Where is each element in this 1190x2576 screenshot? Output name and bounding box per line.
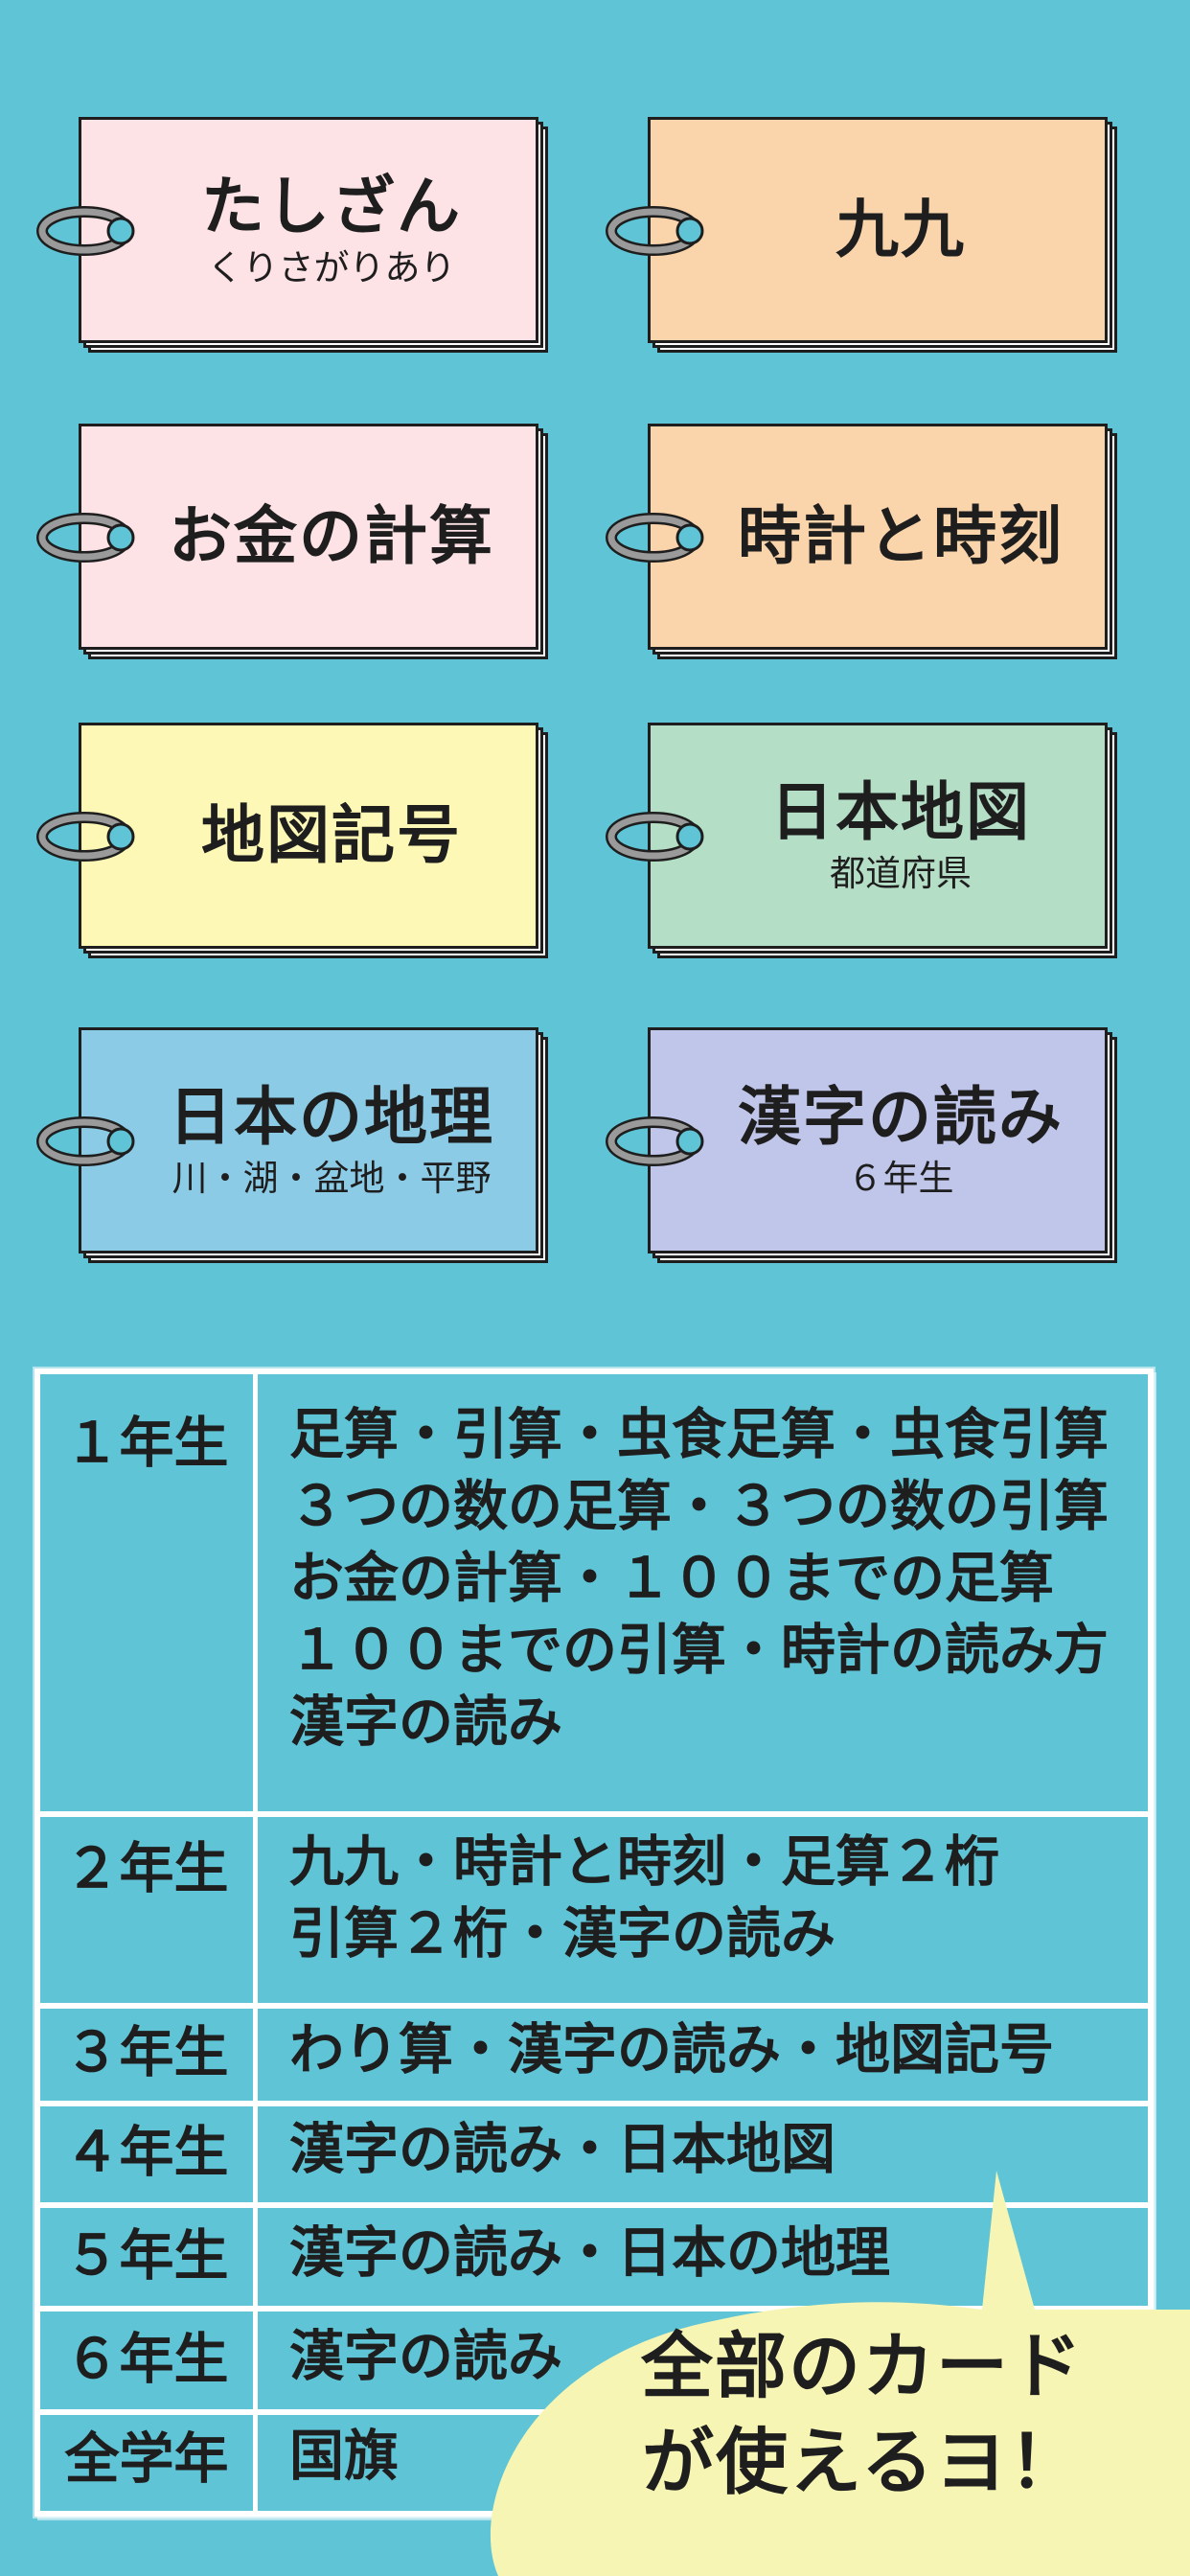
subject-line: お金の計算・１００までの足算 bbox=[289, 1547, 1054, 1610]
card-kanji[interactable]: 漢字の読み ６年生 bbox=[606, 1027, 1117, 1263]
card-face: 日本地図 都道府県 bbox=[648, 723, 1108, 949]
grade-label: ３年生 bbox=[64, 2021, 229, 2084]
binder-ring-icon bbox=[36, 812, 135, 862]
card-face: 時計と時刻 bbox=[648, 424, 1108, 650]
subject-line: 漢字の読み bbox=[289, 2325, 562, 2388]
card-title: 九九 bbox=[835, 193, 966, 267]
card-face: 日本の地理 川・湖・盆地・平野 bbox=[79, 1027, 538, 1254]
card-title: 日本の地理 bbox=[169, 1079, 494, 1154]
subject-list: 足算・引算・虫食足算・虫食引算 ３つの数の足算・３つの数の引算 お金の計算・１０… bbox=[289, 1399, 1142, 1759]
subject-list: 国旗 bbox=[289, 2421, 1142, 2493]
card-face: 九九 bbox=[648, 117, 1108, 343]
grade-label: ４年生 bbox=[64, 2121, 229, 2184]
binder-ring-icon bbox=[36, 206, 135, 256]
subject-line: わり算・漢字の読み・地図記号 bbox=[289, 2018, 1054, 2082]
grade-label: 全学年 bbox=[64, 2427, 229, 2491]
table-divider bbox=[40, 2101, 1148, 2106]
card-chiri[interactable]: 日本の地理 川・湖・盆地・平野 bbox=[36, 1027, 548, 1263]
speech-bubble-text: 全部のカード が使えるヨ！ bbox=[594, 2319, 1131, 2511]
card-face: 地図記号 bbox=[79, 723, 538, 949]
subject-line: 漢字の読み bbox=[289, 1690, 562, 1754]
card-okane[interactable]: お金の計算 bbox=[36, 424, 548, 659]
grade-label: ６年生 bbox=[64, 2328, 229, 2391]
card-face: お金の計算 bbox=[79, 424, 538, 650]
table-divider bbox=[40, 1811, 1148, 1817]
speech-bubble bbox=[490, 2171, 1190, 2576]
card-kuku[interactable]: 九九 bbox=[606, 117, 1117, 353]
card-subtitle: くりさがりあり bbox=[207, 246, 456, 288]
subject-line: １００までの引算・時計の読み方 bbox=[289, 1619, 1109, 1682]
card-title: 漢字の読み bbox=[738, 1079, 1064, 1154]
subject-line: 九九・時計と時刻・足算２桁 bbox=[289, 1830, 999, 1894]
subject-line: 国旗 bbox=[289, 2425, 399, 2488]
subject-list: 九九・時計と時刻・足算２桁 引算２桁・漢字の読み bbox=[289, 1827, 1142, 1970]
subject-list: 漢字の読み・日本地図 bbox=[289, 2114, 1142, 2186]
card-face: たしざん くりさがりあり bbox=[79, 117, 538, 343]
binder-ring-icon bbox=[36, 1116, 135, 1166]
card-subtitle: 都道府県 bbox=[830, 852, 972, 894]
card-subtitle: 川・湖・盆地・平野 bbox=[172, 1157, 492, 1199]
card-subtitle: ６年生 bbox=[847, 1157, 954, 1199]
binder-ring-icon bbox=[606, 206, 704, 256]
table-divider bbox=[40, 2202, 1148, 2208]
grade-label: ５年生 bbox=[64, 2224, 229, 2288]
binder-ring-icon bbox=[606, 812, 704, 862]
subject-line: 引算２桁・漢字の読み bbox=[289, 1902, 835, 1966]
table-divider bbox=[40, 2306, 1148, 2312]
bubble-line-1: 全部のカード bbox=[640, 2324, 1084, 2408]
card-title: たしざん bbox=[201, 169, 462, 243]
card-title: お金の計算 bbox=[169, 499, 494, 574]
subject-line: ３つの数の足算・３つの数の引算 bbox=[289, 1475, 1109, 1538]
subject-table: １年生 足算・引算・虫食足算・虫食引算 ３つの数の足算・３つの数の引算 お金の計… bbox=[34, 1368, 1154, 2517]
card-nihonchizu[interactable]: 日本地図 都道府県 bbox=[606, 723, 1117, 958]
subject-list: 漢字の読み bbox=[289, 2321, 1142, 2393]
card-tashizan[interactable]: たしざん くりさがりあり bbox=[36, 117, 548, 353]
subject-line: 漢字の読み・日本の地理 bbox=[289, 2221, 890, 2285]
table-divider bbox=[253, 1374, 258, 2511]
subject-line: 足算・引算・虫食足算・虫食引算 bbox=[289, 1403, 1109, 1466]
subject-list: わり算・漢字の読み・地図記号 bbox=[289, 2014, 1142, 2086]
bubble-line-2: が使えるヨ！ bbox=[642, 2419, 1083, 2504]
card-chizukigou[interactable]: 地図記号 bbox=[36, 723, 548, 958]
table-divider bbox=[40, 2003, 1148, 2009]
card-title: 地図記号 bbox=[201, 798, 462, 873]
subject-list: 漢字の読み・日本の地理 bbox=[289, 2218, 1142, 2289]
subject-line: 漢字の読み・日本地図 bbox=[289, 2118, 835, 2181]
card-title: 時計と時刻 bbox=[738, 499, 1064, 574]
card-title: 日本地図 bbox=[770, 774, 1031, 849]
binder-ring-icon bbox=[606, 1116, 704, 1166]
card-face: 漢字の読み ６年生 bbox=[648, 1027, 1108, 1254]
binder-ring-icon bbox=[606, 513, 704, 563]
grade-label: １年生 bbox=[64, 1412, 229, 1475]
grade-label: ２年生 bbox=[64, 1837, 229, 1900]
binder-ring-icon bbox=[36, 513, 135, 563]
card-tokei[interactable]: 時計と時刻 bbox=[606, 424, 1117, 659]
